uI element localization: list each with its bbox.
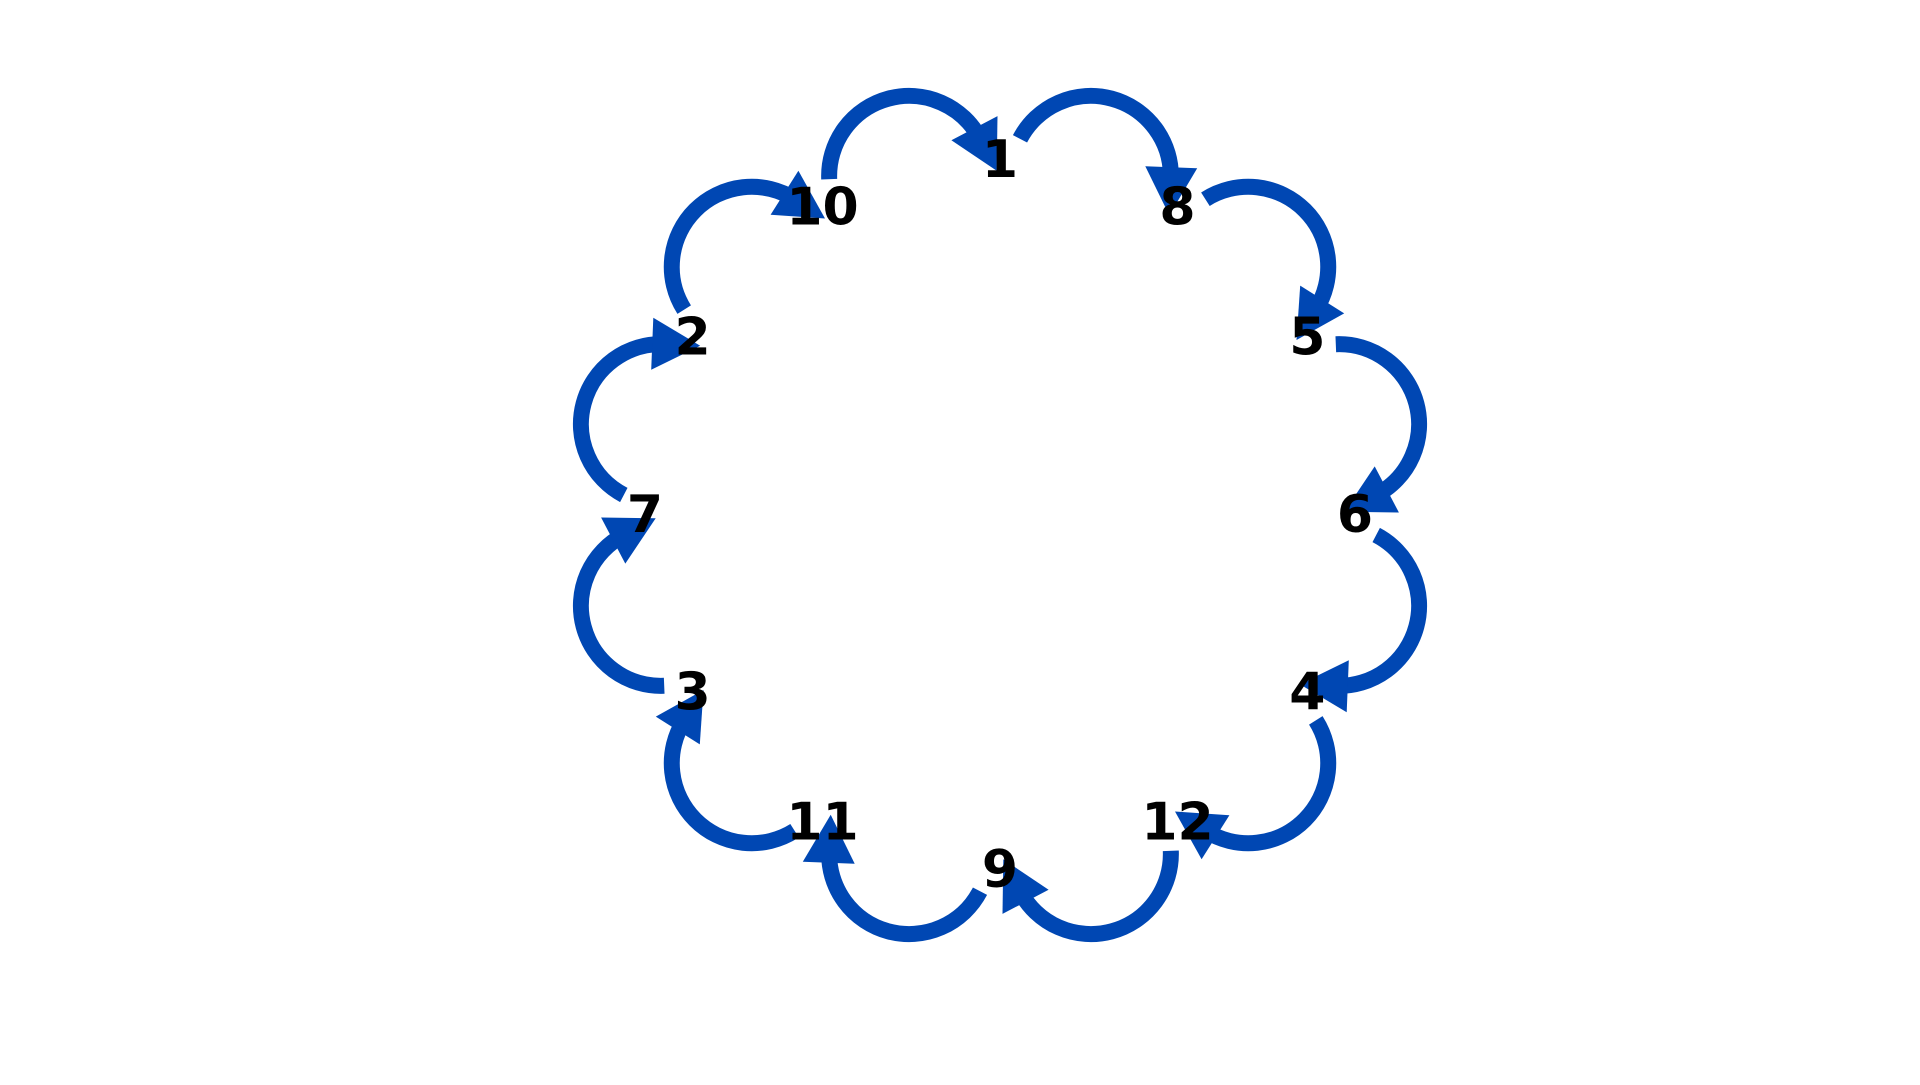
number-label: 3 (675, 663, 711, 723)
arrow-arc (572, 336, 665, 503)
arrow-arc (821, 87, 988, 180)
number-label: 4 (1289, 663, 1325, 723)
curved-arrow-icon (802, 814, 988, 943)
arrow-arc (1335, 527, 1428, 694)
curved-arrow-icon (1175, 716, 1337, 860)
number-label: 6 (1337, 485, 1373, 545)
arrowhead (1344, 466, 1399, 513)
curved-arrow-icon (1012, 87, 1198, 216)
arrows-layer (572, 87, 1428, 943)
arrow-arc (572, 527, 665, 694)
number-label: 7 (627, 485, 663, 545)
arrow-arc (1201, 716, 1337, 852)
arrowhead (655, 690, 704, 745)
number-label: 5 (1289, 308, 1325, 368)
number-label: 2 (675, 308, 711, 368)
arrow-arc (663, 178, 799, 314)
labels-layer: 1 8 5 6 4 12 9 11 3 7 2 10 (627, 130, 1373, 900)
curved-arrow-icon (572, 517, 665, 694)
arrow-arc (1012, 850, 1179, 943)
arrow-arc (1335, 336, 1428, 503)
curved-arrow-icon (1002, 850, 1179, 943)
arrow-arc (821, 850, 988, 943)
number-label: 11 (786, 792, 858, 852)
number-label: 1 (982, 130, 1018, 190)
arrowhead (951, 116, 998, 171)
curved-arrow-icon (1299, 527, 1428, 713)
curved-arrow-icon (655, 690, 799, 852)
number-label: 10 (786, 178, 858, 238)
arrow-arc (1201, 178, 1337, 314)
number-label: 12 (1141, 792, 1213, 852)
number-label: 9 (982, 840, 1018, 900)
arrowhead (1145, 166, 1198, 216)
arrowhead (1002, 859, 1049, 914)
arrowhead (1175, 811, 1230, 860)
arrowhead (601, 517, 656, 564)
arrow-arc (663, 716, 799, 852)
curved-arrow-icon (821, 87, 998, 180)
curved-arrow-icon (1201, 178, 1345, 340)
arrowhead (1296, 285, 1345, 340)
arrowhead (651, 317, 701, 370)
curved-arrow-icon (1335, 336, 1428, 513)
arrowhead (802, 814, 855, 864)
curved-arrow-icon (663, 170, 825, 314)
arrowhead (1299, 660, 1349, 713)
curved-arrow-icon (572, 317, 701, 503)
arrowhead (770, 170, 825, 219)
number-label: 8 (1159, 178, 1195, 238)
arrow-arc (1012, 87, 1179, 180)
